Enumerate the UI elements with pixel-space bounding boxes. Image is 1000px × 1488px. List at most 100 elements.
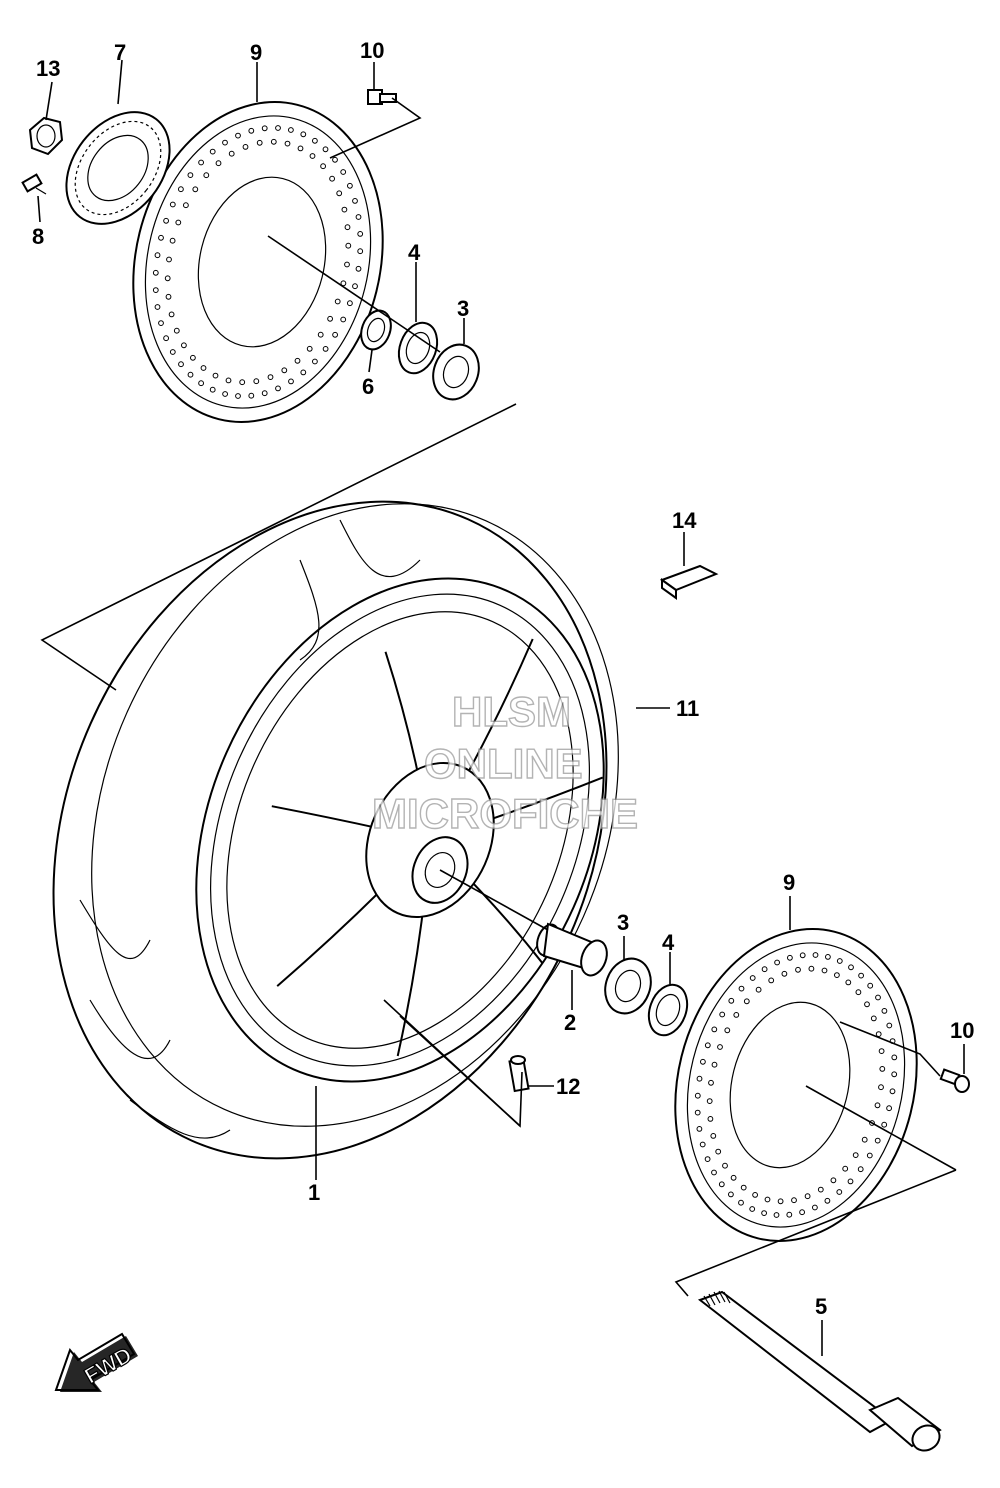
disc-hole xyxy=(340,280,347,287)
balance-weight-14 xyxy=(659,564,719,600)
disc-hole xyxy=(704,1156,711,1162)
watermark-line-3: MICROFICHE xyxy=(372,790,638,837)
callout-3-top: 3 xyxy=(457,296,469,321)
disc-hole xyxy=(874,1137,881,1144)
disc-hole xyxy=(288,378,294,385)
disc-hole xyxy=(889,1088,896,1095)
disc-hole xyxy=(165,293,172,300)
disc-hole xyxy=(836,1189,843,1195)
disc-hole xyxy=(891,1071,898,1078)
disc-hole xyxy=(163,335,170,342)
disc-hole xyxy=(728,997,735,1004)
bearing-3-lower xyxy=(604,957,652,1015)
disc-hole xyxy=(752,1192,758,1198)
disc-hole xyxy=(334,298,341,305)
disc-hole xyxy=(755,986,762,993)
disc-hole xyxy=(222,391,229,397)
disc-hole xyxy=(198,159,205,166)
brake-disc-right xyxy=(674,928,918,1242)
disc-hole xyxy=(340,316,347,323)
disc-hole xyxy=(700,1058,706,1065)
disc-hole xyxy=(225,377,232,384)
disc-hole xyxy=(875,1031,882,1037)
disc-hole xyxy=(728,1191,734,1198)
disc-hole xyxy=(169,349,176,355)
disc-hole xyxy=(322,346,329,352)
disc-hole xyxy=(178,186,184,193)
disc-hole xyxy=(340,169,347,175)
disc-hole xyxy=(357,231,364,237)
seal-4-top xyxy=(397,321,439,375)
brake-disc-left xyxy=(132,101,384,423)
disc-hole xyxy=(869,1120,875,1126)
bolt-10-lower xyxy=(939,1068,970,1093)
disc-hole xyxy=(175,219,182,226)
disc-hole xyxy=(154,252,161,259)
disc-hole xyxy=(320,163,327,170)
disc-hole xyxy=(169,237,176,244)
callout-4-lower: 4 xyxy=(662,930,675,955)
disc-hole xyxy=(312,358,318,365)
disc-hole xyxy=(764,1196,771,1203)
disc-hole xyxy=(345,242,352,249)
disc-hole xyxy=(812,952,819,958)
disc-hole xyxy=(163,217,170,224)
disc-hole xyxy=(329,175,336,182)
disc-hole xyxy=(355,214,362,220)
disc-hole xyxy=(352,198,358,204)
disc-hole xyxy=(256,139,263,146)
disc-hole xyxy=(187,371,194,378)
spacer-6 xyxy=(360,309,392,351)
disc-hole xyxy=(881,1008,888,1014)
disc-hole xyxy=(768,977,775,984)
disc-hole xyxy=(164,275,171,282)
disc-hole xyxy=(824,1197,831,1204)
disc-hole xyxy=(336,190,343,197)
disc-hole xyxy=(261,390,268,397)
callout-12: 12 xyxy=(556,1074,580,1099)
disc-hole xyxy=(152,269,159,276)
disc-hole xyxy=(235,393,241,399)
disc-hole xyxy=(297,145,304,152)
disc-hole xyxy=(190,354,196,361)
disc-hole xyxy=(830,1177,837,1184)
disc-hole xyxy=(847,1178,854,1185)
disc-hole xyxy=(825,954,831,960)
disc-hole xyxy=(281,367,288,374)
disc-hole xyxy=(886,1105,892,1112)
disc-hole xyxy=(696,1075,703,1082)
disc-hole xyxy=(879,1066,886,1072)
disc-hole xyxy=(704,1042,711,1049)
disc-hole xyxy=(317,331,324,338)
disc-hole xyxy=(166,256,172,263)
disc-hole xyxy=(858,972,864,979)
disc-hole xyxy=(836,958,843,964)
disc-hole xyxy=(288,127,294,133)
disc-hole xyxy=(864,1001,870,1008)
callout-1: 1 xyxy=(308,1180,320,1205)
front-axle-5 xyxy=(697,1290,942,1452)
disc-hole xyxy=(834,972,840,978)
disc-hole xyxy=(168,311,175,318)
disc-hole xyxy=(309,153,316,159)
disc-hole xyxy=(719,1011,726,1018)
disc-hole xyxy=(152,287,159,294)
callout-14: 14 xyxy=(672,508,697,533)
disc-hole xyxy=(867,982,874,989)
disc-hole xyxy=(275,385,281,392)
disc-hole xyxy=(870,1015,877,1022)
disc-hole xyxy=(724,1027,731,1034)
collar-2 xyxy=(536,922,608,977)
disc-hole xyxy=(169,201,176,208)
disc-hole xyxy=(808,965,815,972)
disc-hole xyxy=(886,1022,893,1029)
disc-hole xyxy=(341,206,348,213)
disc-hole xyxy=(212,372,219,379)
disc-hole xyxy=(222,139,228,146)
disc-hole xyxy=(799,952,806,959)
callout-6: 6 xyxy=(362,374,374,399)
disc-hole xyxy=(312,137,318,144)
disc-hole xyxy=(875,994,881,1001)
callout-11: 11 xyxy=(676,696,699,721)
